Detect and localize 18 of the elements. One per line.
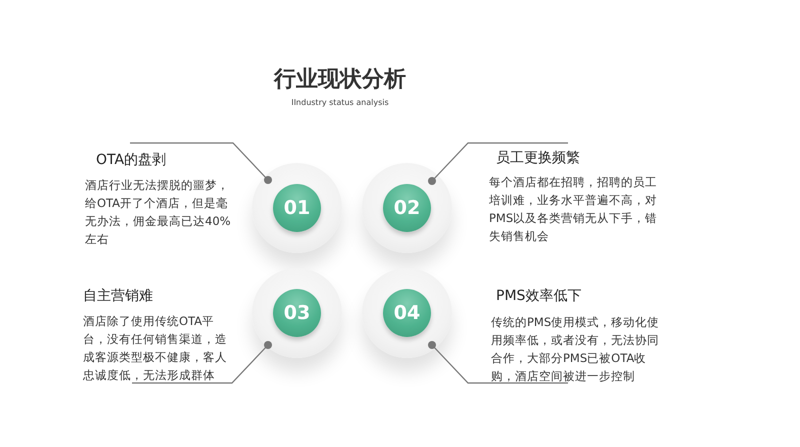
leader-line [428, 341, 568, 384]
leader-line [428, 142, 568, 185]
heading: OTA的盘剥 [96, 151, 166, 169]
number-badge: 01 [273, 184, 321, 232]
description: 酒店行业无法摆脱的噩梦，给OTA开了个酒店，但是毫无办法，佣金最高已达40%左右 [85, 177, 232, 248]
heading: 员工更换频繁 [496, 149, 580, 167]
leader-line [132, 341, 272, 384]
heading: 自主营销难 [83, 287, 153, 305]
title: 行业现状分析 [272, 66, 407, 94]
description: 传统的PMS使用模式，移动化使用频率低，或者没有，无法协同合作，大部分PMS已被OTA收购，酒店空间被进一步控制 [491, 314, 660, 385]
description: 每个酒店都在招聘，招聘的员工培训难，业务水平普遍不高，对PMS以及各类营销无从下手，错失销售机会 [489, 174, 658, 245]
number-badge: 03 [273, 289, 321, 337]
heading: PMS效率低下 [496, 287, 582, 305]
leader-line [130, 142, 272, 184]
number-badge: 04 [383, 289, 431, 337]
subtitle: IIndustry status analysis [290, 98, 390, 107]
number-badge: 02 [383, 184, 431, 232]
description: 酒店除了使用传统OTA平台，没有任何销售渠道，造成客源类型极不健康，客人忠诚度低，无法形成群体 [83, 313, 228, 384]
